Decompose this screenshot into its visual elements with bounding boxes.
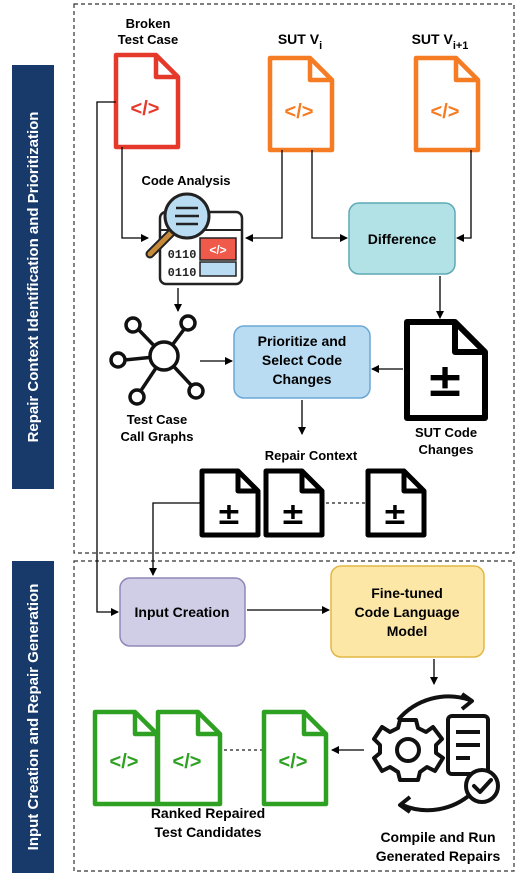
- svg-text:</>: </>: [285, 101, 314, 123]
- repair-context-doc-icon: ±: [365, 468, 427, 538]
- svg-text:</>: </>: [209, 243, 226, 257]
- svg-text:</>: </>: [110, 751, 139, 773]
- arrow-broken-to-input: [96, 101, 119, 616]
- arrow-sutvi-to-analysis: [245, 150, 283, 242]
- svg-text:</>: </>: [431, 101, 460, 123]
- section-top-frame: [73, 3, 515, 554]
- prioritize-box: [233, 325, 371, 399]
- input-creation-label: Input Creation: [135, 604, 230, 620]
- svg-text:±: ±: [216, 497, 241, 532]
- sut-vi1-doc-icon: </>: [416, 58, 478, 150]
- section-bottom-label: Input Creation and Repair Generation: [25, 584, 42, 851]
- svg-text:0110: 0110: [168, 248, 197, 262]
- arrow-sutvi1-to-difference: [456, 150, 472, 242]
- section-bottom-frame: [73, 560, 515, 872]
- code-analysis-icon: </> 0110 0110: [145, 192, 244, 286]
- repair-context-label: Repair Context: [265, 448, 358, 463]
- section-top-label-bg: [12, 65, 54, 489]
- svg-text:±: ±: [426, 353, 465, 407]
- sut-vi1-label: SUT Vi+1: [412, 31, 469, 52]
- section-top-label: Repair Context Identification and Priori…: [25, 112, 42, 443]
- model-box: [330, 565, 485, 658]
- svg-text:0110: 0110: [168, 266, 197, 280]
- compile-run-icon: [372, 692, 500, 814]
- svg-text:±: ±: [382, 497, 407, 532]
- sut-vi-label: SUT Vi: [278, 31, 322, 52]
- difference-box: [348, 202, 456, 275]
- call-graph-icon: [109, 314, 205, 406]
- svg-text:</>: </>: [279, 751, 308, 773]
- repair-context-doc-icon: ±: [263, 468, 325, 538]
- section-bottom-label-bg: [12, 561, 54, 873]
- input-creation-box: [119, 577, 246, 647]
- arrow-sutvi-to-difference: [311, 150, 348, 242]
- code-analysis-label: Code Analysis: [141, 173, 230, 188]
- candidate-doc-icon: </>: [95, 712, 157, 804]
- difference-label: Difference: [368, 231, 437, 247]
- svg-text:</>: </>: [131, 98, 160, 120]
- candidate-doc-icon: </>: [264, 712, 326, 804]
- broken-test-case-doc-icon: </>: [116, 55, 178, 147]
- arrow-context-to-input: [149, 502, 200, 576]
- arrow-broken-to-analysis: [121, 147, 149, 242]
- sut-vi-doc-icon: </>: [270, 58, 332, 150]
- repair-context-doc-icon: ±: [199, 468, 261, 538]
- svg-text:±: ±: [280, 497, 305, 532]
- sut-code-changes-doc-icon: ±: [404, 319, 488, 421]
- svg-text:</>: </>: [173, 751, 202, 773]
- candidate-doc-icon: </>: [158, 712, 220, 804]
